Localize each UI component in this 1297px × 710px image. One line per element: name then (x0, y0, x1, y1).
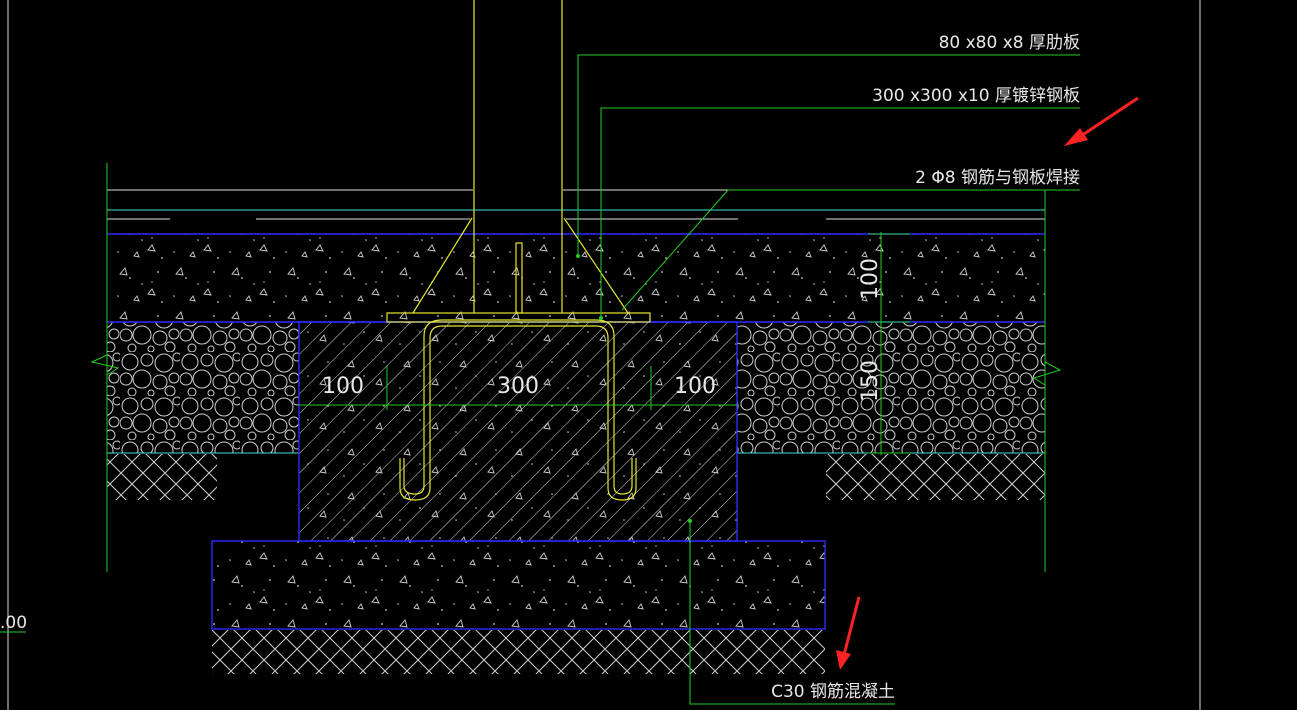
steel-column (386, 0, 651, 323)
break-mark-left (90, 354, 120, 376)
soil-left (107, 454, 217, 500)
elevation-label: .00 (0, 613, 27, 633)
leader-lines (577, 54, 1080, 705)
anchor-rebar (399, 319, 637, 501)
gravel-layer-right (737, 322, 1045, 453)
surface-lines (107, 189, 1045, 220)
dim-gravel-150: 150 (858, 360, 883, 402)
break-mark-right (1032, 361, 1062, 386)
label-concrete: C30 钢筋混凝土 (771, 682, 895, 702)
red-arrow-top (1064, 96, 1139, 146)
label-rib-plate: 80 x80 x8 厚肋板 (939, 33, 1080, 53)
top-concrete-layer (107, 234, 1045, 322)
cushion-layer (211, 540, 826, 630)
dim-left-100: 100 (322, 374, 364, 399)
dim-right-100: 100 (674, 374, 716, 399)
soil-right (826, 454, 1045, 500)
dim-top-100: 100 (858, 258, 883, 300)
soil-bottom (212, 630, 825, 674)
label-steel-plate: 300 x300 x10 厚镀锌钢板 (872, 86, 1080, 106)
label-rebar-weld: 2 Φ8 钢筋与钢板焊接 (915, 168, 1080, 188)
dimension-lines (299, 232, 910, 455)
gravel-layer-left (107, 322, 299, 453)
dim-center-300: 300 (497, 374, 539, 399)
red-arrow-bottom (836, 596, 861, 670)
